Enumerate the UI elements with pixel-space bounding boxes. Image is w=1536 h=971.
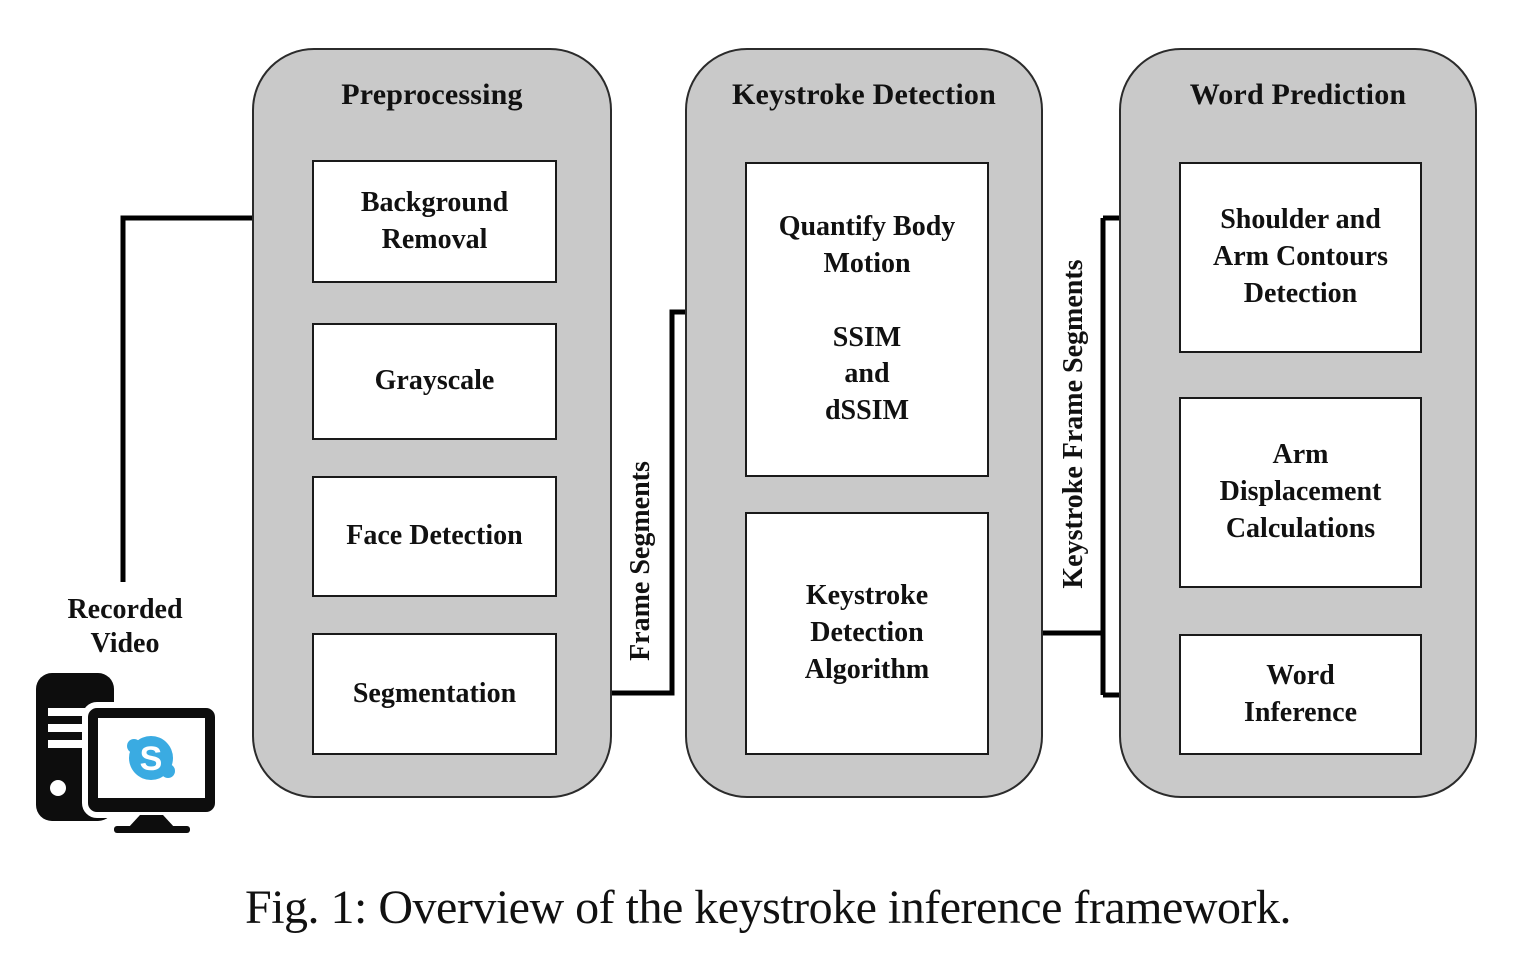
- figure-caption: Fig. 1: Overview of the keystroke infere…: [245, 881, 1291, 934]
- panel-keystroke-detection: Keystroke Detection Quantify Body Motion…: [685, 48, 1043, 798]
- edge-label-keystroke-frame-segments: Keystroke Frame Segments: [1058, 259, 1089, 589]
- panel-title-preprocessing: Preprocessing: [341, 78, 523, 111]
- panel-word-prediction: Word Prediction Shoulder and Arm Contour…: [1119, 48, 1477, 798]
- node-segmentation: Segmentation: [312, 633, 557, 755]
- node-arm-displacement-calculations: Arm Displacement Calculations: [1179, 397, 1422, 588]
- node-face-detection: Face Detection: [312, 476, 557, 597]
- node-grayscale: Grayscale: [312, 323, 557, 440]
- panel-title-word-prediction: Word Prediction: [1189, 78, 1407, 111]
- node-quantify-body-motion: Quantify Body Motion SSIM and dSSIM: [745, 162, 989, 477]
- node-keystroke-detection-algorithm: Keystroke Detection Algorithm: [745, 512, 989, 755]
- panel-preprocessing: Preprocessing Background Removal Graysca…: [252, 48, 612, 798]
- edge-label-frame-segments: Frame Segments: [625, 461, 656, 661]
- panel-title-keystroke-detection: Keystroke Detection: [731, 78, 996, 111]
- desktop-computer-icon: S: [36, 673, 221, 833]
- recorded-video-label: Recorded Video: [67, 594, 183, 660]
- node-background-removal: Background Removal: [312, 160, 557, 283]
- skype-letter: S: [140, 740, 163, 778]
- skype-logo-icon: S: [127, 736, 175, 780]
- node-word-inference: Word Inference: [1179, 634, 1422, 755]
- node-shoulder-arm-contours-detection: Shoulder and Arm Contours Detection: [1179, 162, 1422, 353]
